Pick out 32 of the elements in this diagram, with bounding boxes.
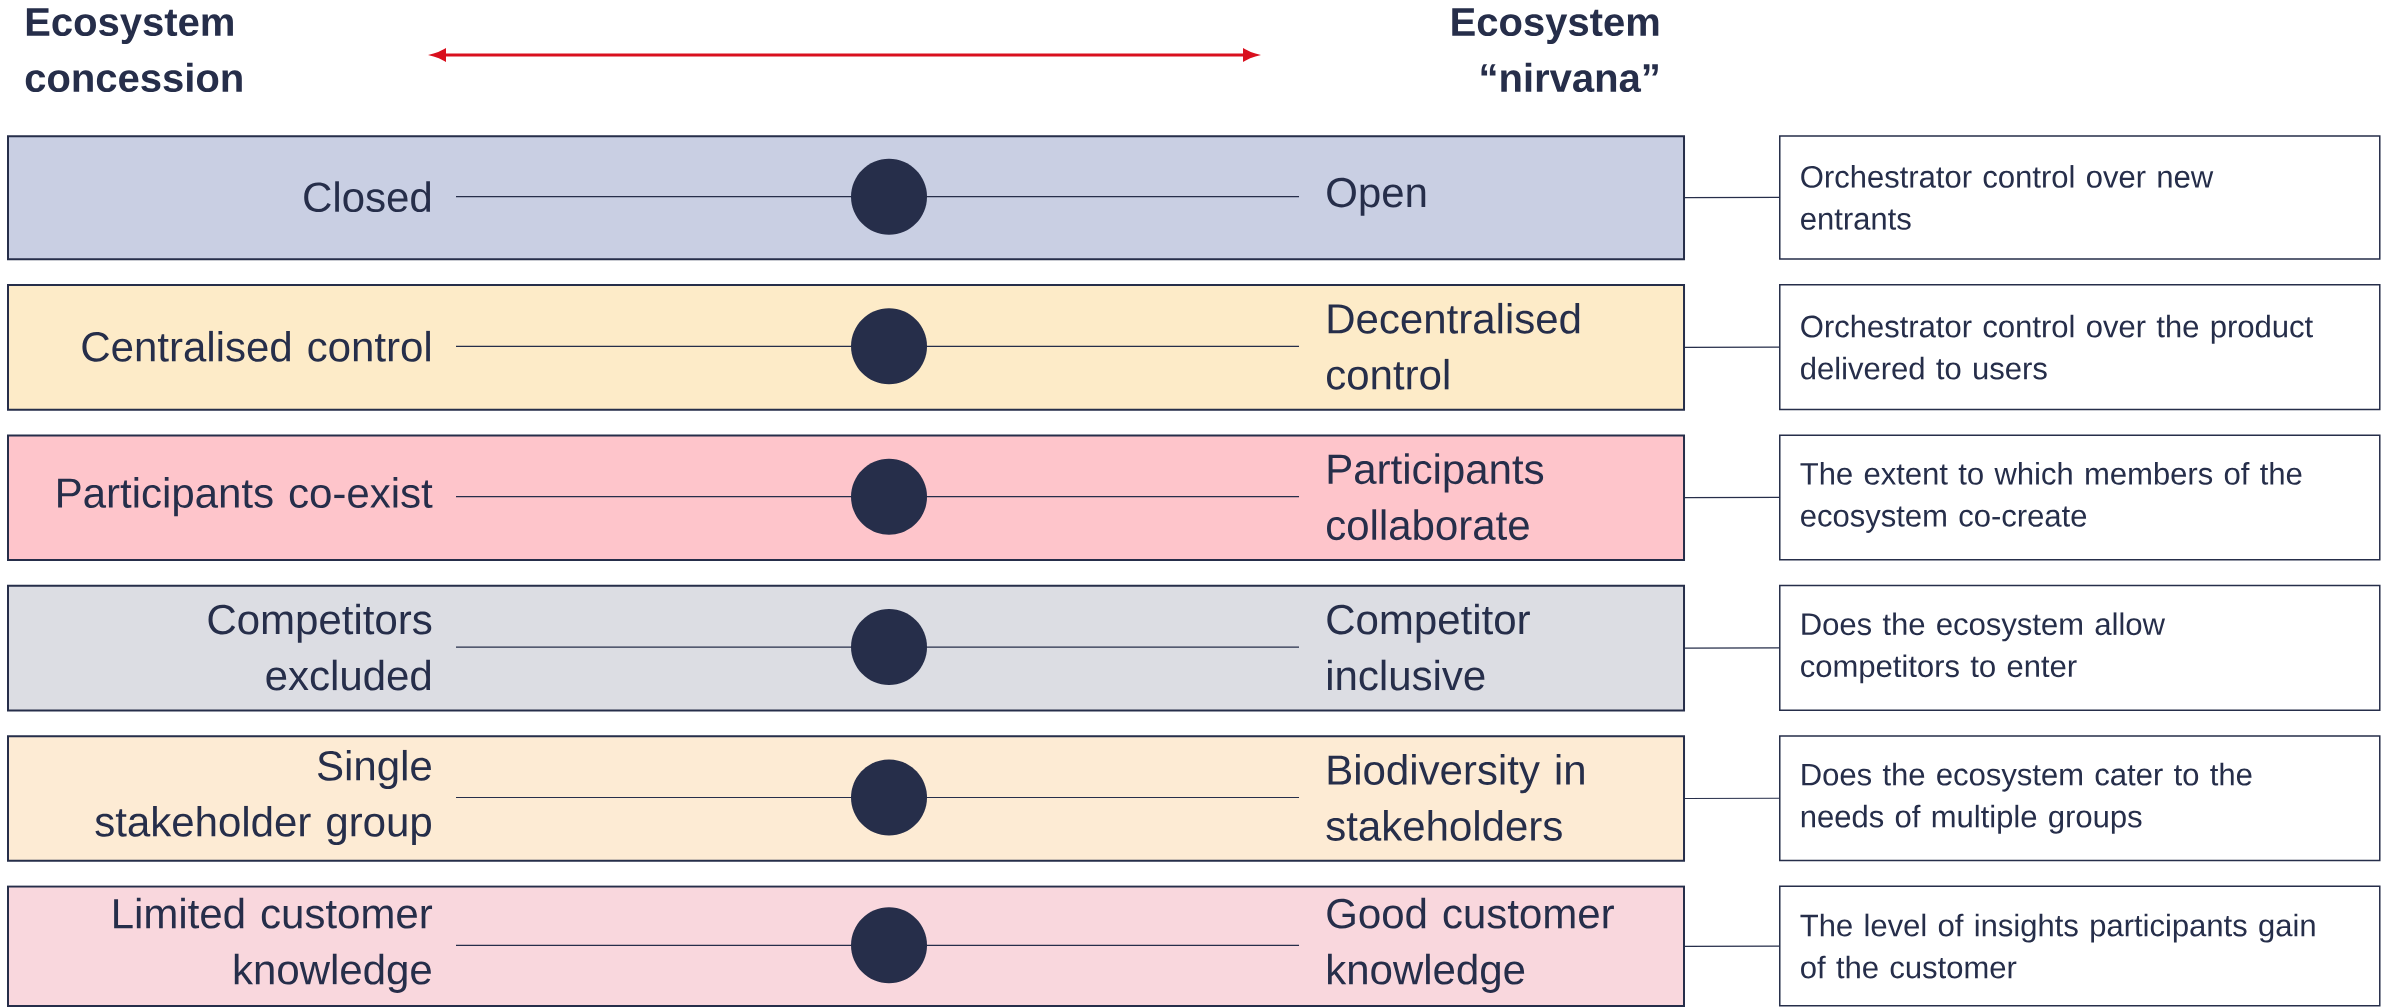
pole-label: Good customer knowledge (1327, 897, 1614, 993)
heading: Ecosystem concession (25, 8, 242, 93)
description-box: The extent to which members of the ecosystem co-create (1779, 434, 2381, 561)
row-band (7, 284, 1685, 411)
pole-label: Single stakeholder group (95, 749, 431, 846)
pole-label: Open (1327, 177, 1426, 216)
connector-line (1684, 496, 1780, 499)
connector-line (1684, 346, 1780, 348)
pole-label: Participants collaborate (1327, 453, 1544, 541)
description-box: Does the ecosystem cater to the needs of multiple groups (1779, 735, 2381, 862)
row-band (7, 135, 1685, 261)
heading: Ecosystem “nirvana” (1452, 8, 1659, 93)
row-band (7, 434, 1685, 561)
row-band (7, 735, 1685, 862)
description-box: The level of insights participants gain of the customer (1779, 885, 2381, 1007)
connector-line (1684, 196, 1780, 199)
pole-label: Participants co-exist (58, 477, 433, 517)
description-box: Orchestrator control over the product delivered to users (1779, 284, 2381, 411)
pole-label: Competitors excluded (208, 603, 432, 691)
connector-line (1684, 647, 1780, 649)
row-band (7, 885, 1685, 1007)
pole-label: Centralised control (82, 330, 430, 362)
description-box: Does the ecosystem allow competitors to enter (1779, 584, 2381, 711)
pole-label: Limited customer knowledge (114, 897, 433, 993)
row-band (7, 584, 1685, 712)
pole-label: Biodiversity in stakeholders (1326, 754, 1584, 841)
pole-label: Closed (304, 181, 431, 213)
pole-label: Decentralised control (1327, 302, 1580, 390)
connector-line (1684, 945, 1780, 947)
description-box: Orchestrator control over new entrants (1779, 135, 2381, 260)
pole-label: Competitor inclusive (1327, 603, 1530, 691)
connector-line (1684, 797, 1780, 800)
